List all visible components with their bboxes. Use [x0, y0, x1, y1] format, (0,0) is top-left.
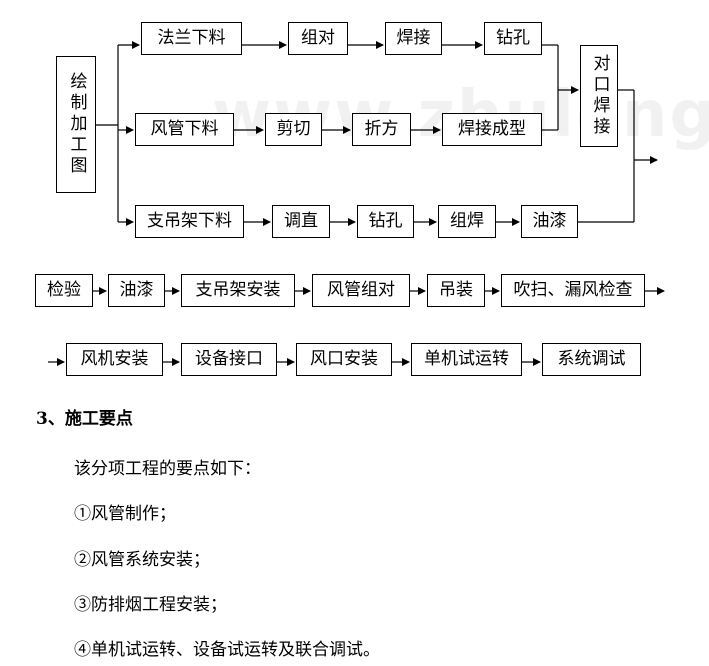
flow-box-inspection: 检验 [35, 274, 93, 307]
list-item: ④单机试运转、设备试运转及联合调试。 [74, 640, 380, 660]
flow-box-butt-welding: 对口焊接 [580, 45, 618, 147]
flow-box-weld-forming: 焊接成型 [442, 113, 542, 146]
flow-box-straightening: 调直 [272, 205, 330, 238]
flow-box-group-welding: 组焊 [438, 205, 496, 238]
flow-box-single-test-run: 单机试运转 [411, 343, 522, 376]
flow-box-shearing: 剪切 [265, 113, 322, 146]
flow-box-system-commissioning: 系统调试 [542, 343, 641, 376]
list-item: ①风管制作； [74, 504, 176, 524]
flow-box-fan-install: 风机安装 [66, 343, 163, 376]
flow-box-assembly: 组对 [288, 22, 348, 55]
flow-box-hoisting: 吊装 [427, 274, 485, 307]
flow-box-draw-drawing: 绘制加工图 [56, 56, 96, 193]
flow-box-duct-cutting: 风管下料 [135, 113, 234, 146]
flow-box-equipment-interface: 设备接口 [181, 343, 277, 376]
list-item: ③防排烟工程安装； [74, 595, 227, 615]
flow-box-vent-install: 风口安装 [296, 343, 392, 376]
flow-box-folding: 折方 [352, 113, 411, 146]
flow-box-drilling-2: 钻孔 [357, 205, 414, 238]
flow-box-purge-leak-check: 吹扫、漏风检查 [501, 274, 645, 307]
list-item: ②风管系统安装； [74, 550, 210, 570]
flow-box-duct-assembly: 风管组对 [312, 274, 410, 307]
flow-box-welding: 焊接 [385, 22, 442, 55]
flow-box-flange-cutting: 法兰下料 [141, 22, 242, 55]
flow-box-support-install: 支吊架安装 [181, 274, 295, 307]
section-intro: 该分项工程的要点如下： [74, 459, 261, 479]
section-heading: 3、施工要点 [36, 409, 133, 429]
flow-box-drilling: 钻孔 [484, 22, 542, 55]
flow-box-painting: 油漆 [521, 205, 578, 238]
flow-box-painting-2: 油漆 [108, 274, 165, 307]
flow-box-support-cutting: 支吊架下料 [135, 205, 244, 238]
flowchart-connectors [48, 41, 665, 366]
